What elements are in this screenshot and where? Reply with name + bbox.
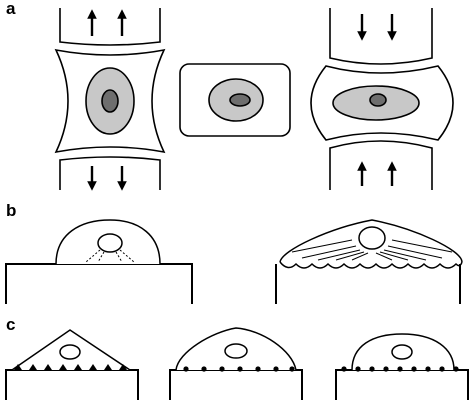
spread-cell-on-substrate: [275, 219, 463, 304]
panel-label-a: a: [6, 0, 16, 18]
panel-a-diagram: [54, 8, 454, 191]
panel-c-diagram: [5, 327, 469, 400]
panel-label-c: c: [6, 315, 16, 334]
dome-cell: [169, 327, 303, 400]
round-cell: [335, 333, 469, 400]
rounded-cell-on-substrate: [5, 219, 193, 304]
resting-cell: [179, 63, 291, 137]
panel-label-b: b: [6, 201, 17, 220]
stretched-cell: [54, 8, 166, 191]
compressed-cell: [310, 8, 454, 190]
panel-b-diagram: [5, 219, 463, 304]
triangular-cell: [5, 329, 139, 400]
